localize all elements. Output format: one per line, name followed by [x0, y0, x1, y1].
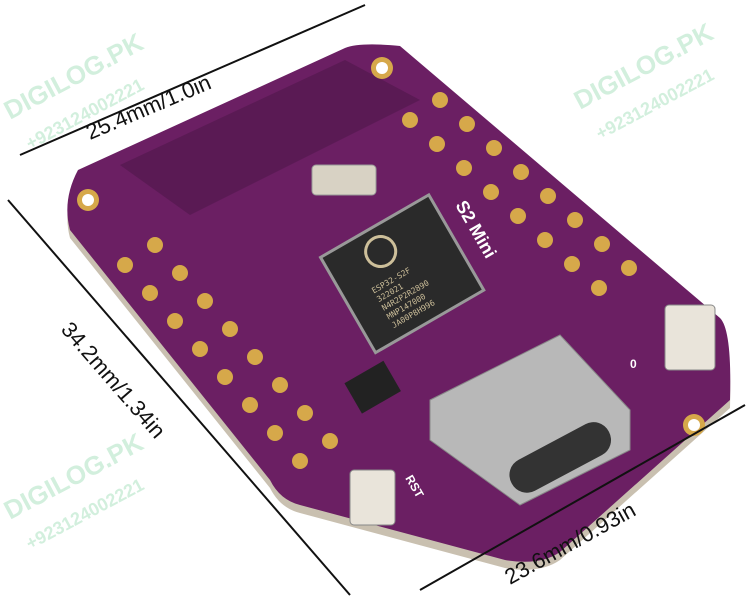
header-pad — [322, 433, 338, 449]
header-pad — [483, 184, 499, 200]
header-pad — [513, 164, 529, 180]
header-pad — [564, 256, 580, 272]
header-pad — [197, 293, 213, 309]
header-pad — [510, 208, 526, 224]
header-pad — [142, 285, 158, 301]
header-pad — [147, 237, 163, 253]
boot-button — [664, 304, 716, 371]
header-pad — [222, 321, 238, 337]
header-pad — [429, 136, 445, 152]
header-pad — [267, 425, 283, 441]
header-pad — [594, 236, 610, 252]
header-pad — [167, 313, 183, 329]
header-pad — [402, 112, 418, 128]
header-pad — [292, 453, 308, 469]
header-pad — [117, 257, 133, 273]
header-pad — [567, 212, 583, 228]
header-pad — [247, 349, 263, 365]
header-pad — [540, 188, 556, 204]
header-pad — [242, 397, 258, 413]
header-pad — [459, 116, 475, 132]
header-pad — [456, 160, 472, 176]
regulator — [344, 360, 401, 414]
header-pad — [432, 92, 448, 108]
esp32-chip: ESP32-S2F 322021 N4R2P2R2890 MNP147000 J… — [318, 192, 486, 355]
usb-c-connector — [429, 334, 631, 506]
header-pad — [297, 405, 313, 421]
header-pad — [591, 280, 607, 296]
boot-label: 0 — [630, 357, 637, 371]
header-pad — [172, 265, 188, 281]
header-pad — [486, 140, 502, 156]
header-pad — [272, 377, 288, 393]
reset-button — [349, 469, 396, 526]
header-pad — [192, 341, 208, 357]
crystal — [311, 164, 377, 196]
antenna — [120, 60, 420, 215]
header-pads — [117, 92, 637, 469]
header-pad — [621, 260, 637, 276]
dimension-lines — [7, 4, 746, 596]
header-pad — [537, 232, 553, 248]
header-pad — [217, 369, 233, 385]
